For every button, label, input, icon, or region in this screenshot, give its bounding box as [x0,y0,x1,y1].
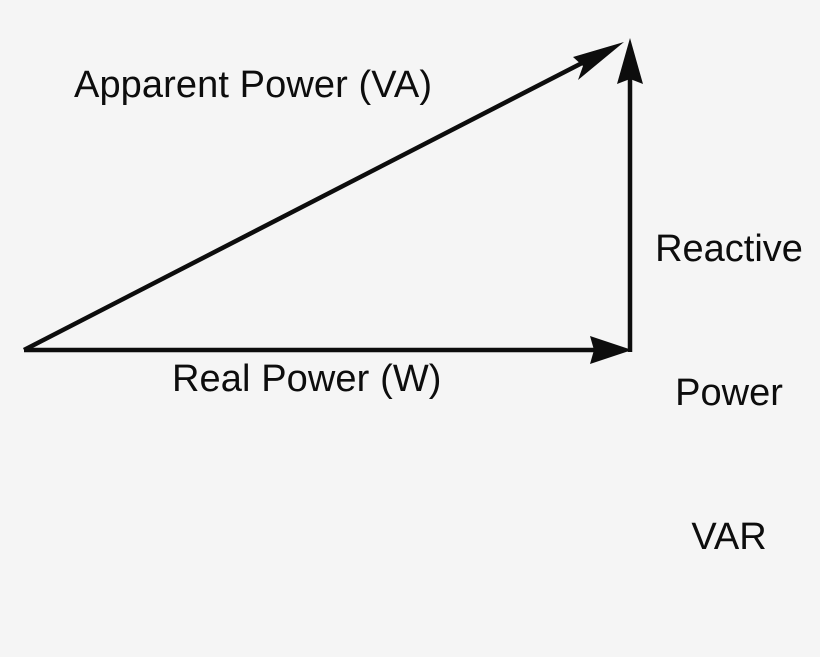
apparent-power-vector [22,42,624,353]
real-power-label: Real Power (W) [172,358,442,400]
power-triangle-vector-graphic [22,38,643,364]
apparent-power-vector-shaft [22,59,586,353]
reactive-power-vector [617,38,643,352]
reactive-power-label-line-2: Power [675,372,783,414]
real-power-arrowhead-icon [590,336,632,364]
reactive-power-label-line-1: Reactive [655,228,803,270]
reactive-power-arrowhead-icon [617,38,643,84]
apparent-power-arrowhead-icon [573,42,624,80]
apparent-power-label: Apparent Power (VA) [74,64,433,106]
real-power-vector [24,336,632,364]
power-triangle-diagram: Apparent Power (VA) Real Power (W) React… [22,38,803,558]
reactive-power-label-line-3: VAR [691,516,767,558]
reactive-power-label: Reactive Power VAR [640,129,818,657]
